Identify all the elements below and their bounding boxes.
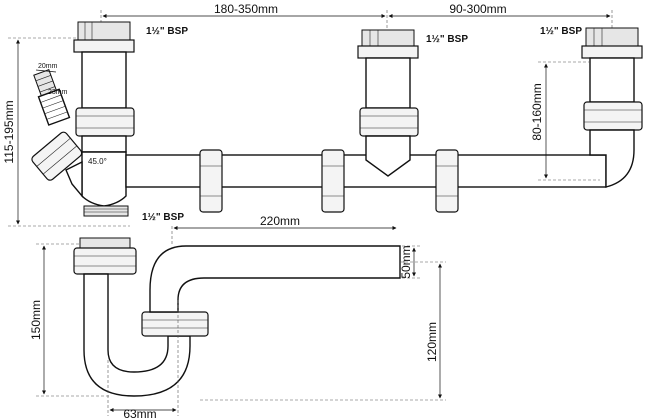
hose-23-label: 23mm (48, 89, 68, 96)
dim-top-right-label: 90-300mm (449, 2, 506, 16)
left-inlet (73, 21, 135, 153)
angle-label: 45.0° (88, 157, 107, 166)
dim-top-left: 180-350mm (100, 2, 388, 30)
right-inlet-thread-label: 1½" BSP (540, 26, 582, 37)
dim-left-height-label: 115-195mm (2, 100, 16, 163)
trap-bend (83, 273, 209, 397)
dim-top-right: 90-300mm (388, 2, 613, 28)
manifold-nut-3 (435, 149, 459, 213)
dim-right-height: 80-160mm (530, 61, 600, 181)
trap-inlet-thread-label: 1½" BSP (142, 212, 184, 223)
middle-inlet (357, 29, 419, 177)
dim-trap-height-label: 150mm (29, 300, 43, 340)
manifold-nut-1 (199, 149, 223, 213)
left-inlet-thread-label: 1½" BSP (146, 26, 188, 37)
dim-right-height-label: 80-160mm (530, 83, 544, 140)
dim-trap-height: 150mm (29, 243, 110, 397)
trap-inlet (73, 237, 137, 275)
trap-outlet-arm (149, 245, 401, 313)
dim-left-height: 115-195mm (2, 37, 130, 227)
manifold-nut-2 (321, 149, 345, 213)
dim-trap-offset: 63mm (107, 300, 179, 420)
middle-inlet-thread-label: 1½" BSP (426, 34, 468, 45)
hose-spigot (31, 69, 83, 198)
left-tee-body (81, 151, 129, 217)
dim-top-left-label: 180-350mm (214, 2, 278, 16)
dim-outlet-level-label: 120mm (425, 322, 439, 362)
dim-trap-offset-label: 63mm (123, 407, 156, 420)
dim-trap-width: 220mm (171, 214, 397, 246)
dim-outlet-level: 120mm (200, 261, 446, 401)
hose-20-label: 20mm (38, 63, 58, 70)
dim-trap-width-label: 220mm (260, 214, 300, 228)
right-inlet (581, 27, 643, 188)
